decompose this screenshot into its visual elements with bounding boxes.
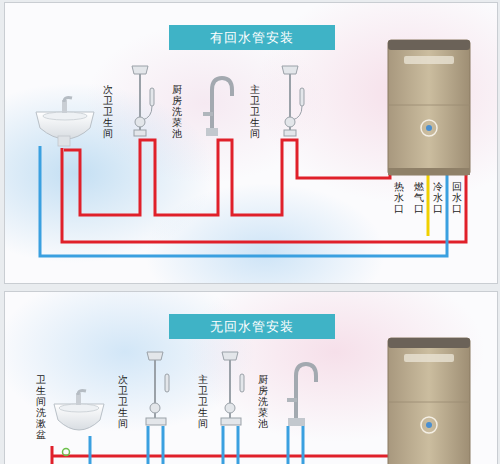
- cold-pipe: [223, 426, 238, 464]
- shower-fixture: [282, 66, 304, 136]
- fixture-label: 燃气口: [414, 181, 424, 214]
- fixture-label: 热水口: [394, 181, 404, 214]
- cold-pipe: [89, 436, 92, 464]
- shower-fixture: [132, 66, 154, 136]
- cold-pipe: [40, 146, 447, 256]
- cold-pipe: [148, 426, 163, 464]
- pipe-joint: [63, 449, 70, 456]
- fixture-label: 厨房洗菜池: [258, 374, 268, 429]
- fixture-label: 次卫卫生间: [103, 84, 113, 139]
- title-text: 无回水管安装: [185, 318, 319, 335]
- kitchen-faucet: [287, 364, 316, 426]
- title-band: 有回水管安装: [169, 25, 335, 50]
- fixture-label: 冷水口: [433, 181, 443, 214]
- shower-fixture: [146, 352, 169, 425]
- shower-fixture: [221, 352, 244, 425]
- washbasin: [54, 391, 104, 431]
- title-text: 有回水管安装: [185, 29, 319, 46]
- fixture-label: 次卫卫生间: [118, 374, 128, 429]
- fixture-label: 回水口: [452, 181, 462, 214]
- hot-pipe: [64, 140, 390, 215]
- title-band: 无回水管安装: [169, 314, 335, 339]
- gas-pipe: [427, 175, 430, 236]
- hot-pipe: [52, 456, 390, 464]
- water-heater: [388, 40, 470, 175]
- fixture-label: 卫生间洗漱盆: [36, 374, 46, 440]
- cold-pipe: [288, 426, 303, 464]
- washbasin: [36, 98, 94, 147]
- kitchen-faucet: [203, 78, 232, 136]
- fixture-label: 厨房洗菜池: [172, 84, 182, 139]
- fixture-label: 主卫卫生间: [198, 374, 208, 429]
- water-heater: [388, 338, 470, 464]
- fixture-label: 主卫卫生间: [250, 84, 260, 139]
